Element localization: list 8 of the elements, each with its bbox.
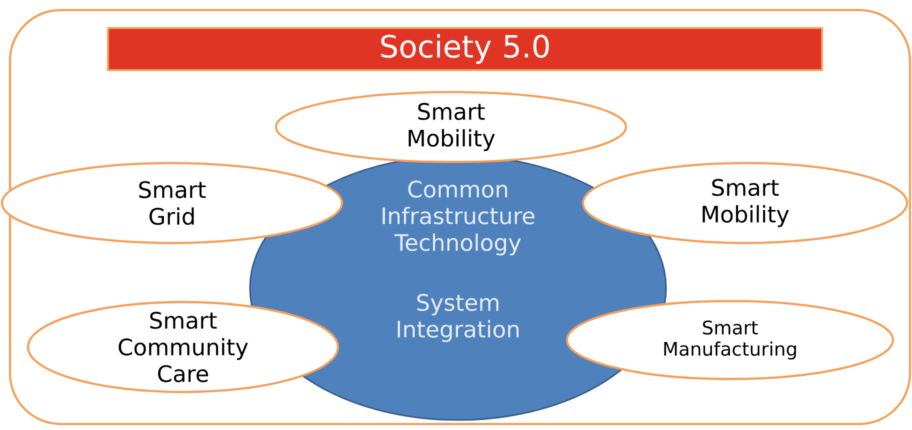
oval-box: Smart Manufacturing [566,300,894,380]
node-label: Smart Mobility [702,178,789,228]
oval-box: Smart Community Care [26,300,340,394]
oval-box: Smart Mobility [582,162,908,244]
oval-box: Smart Grid [0,162,344,244]
title-bar: Society 5.0 [107,27,823,71]
node-label: Smart Manufacturing [664,320,796,360]
oval-box: Smart Mobility [274,90,628,164]
